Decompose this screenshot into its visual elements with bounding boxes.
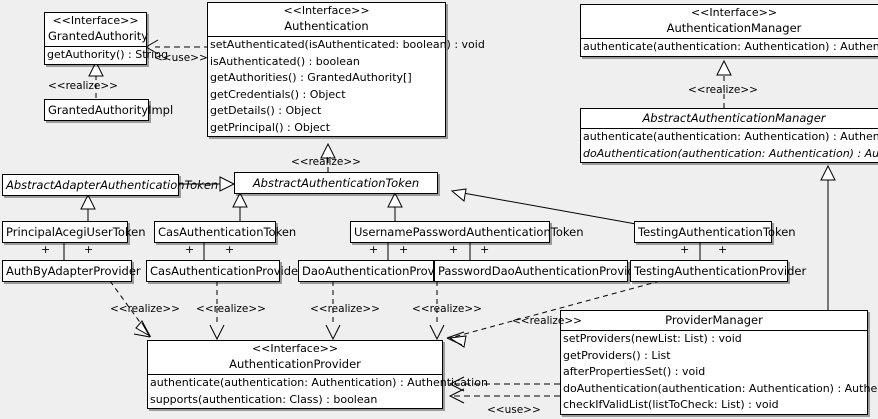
class-box-abstract-adapter-authentication-token[interactable]: AbstractAdapterAuthenticationToken (2, 174, 219, 196)
class-header-authentication-provider: <<Interface>> AuthenticationProvider (148, 341, 442, 374)
member-get-authority: getAuthority() : String (47, 48, 169, 61)
class-name-label: AuthByAdapterProvider (6, 264, 141, 278)
assoc-plus-marker: + (185, 243, 195, 256)
member-set-providers: setProviders(newList: List) : void (563, 332, 742, 345)
class-name-label: PrincipalAcegiUserToken (6, 225, 146, 239)
stereotype-label: <<Interface>> (251, 342, 339, 355)
member-do-authentication: doAuthentication(authentication: Authent… (563, 381, 878, 395)
assoc-plus-marker: + (41, 243, 51, 256)
member-supports: supports(authentication: Class) : boolea… (150, 392, 378, 406)
edge-generalize-principal-acegi-user-token (80, 193, 96, 221)
class-box-abstract-authentication-token[interactable]: AbstractAuthenticationToken (234, 172, 438, 194)
member-get-principal: getPrincipal() : Object (210, 120, 331, 134)
class-header-granted-authority: <<Interface>> GrantedAuthority (45, 13, 149, 46)
edge-label-realize-grantedauthorityimpl: <<realize>> (48, 80, 118, 92)
member-do-authentication: doAuthentication(authentication: Authent… (583, 146, 878, 160)
class-name-label: GrantedAuthority (48, 29, 149, 43)
class-box-cas-authentication-token[interactable]: CasAuthenticationToken (154, 221, 297, 243)
assoc-plus-marker: + (680, 243, 690, 256)
class-name-label: Authentication (284, 19, 369, 33)
assoc-plus-marker: + (449, 243, 459, 256)
stereotype-label: <<Interface>> (690, 6, 778, 19)
members-compartment: getAuthority() : String (45, 46, 169, 64)
class-name-label: UsernamePasswordAuthenticationToken (354, 225, 584, 239)
class-name-label: AuthenticationManager (666, 21, 802, 35)
edge-use-provider-manager-lower (448, 388, 560, 404)
class-name-label: TestingAuthenticationProvider (634, 264, 807, 278)
class-name-label: AuthenticationProvider (229, 357, 361, 371)
edge-label-realize-abstract-authentication-manager: <<realize>> (688, 84, 758, 96)
members-compartment: authenticate(authentication: Authenticat… (581, 128, 878, 162)
class-name-label: CasAuthenticationProvider (150, 264, 303, 278)
class-box-testing-authentication-provider[interactable]: TestingAuthenticationProvider (630, 260, 807, 282)
assoc-plus-marker: + (718, 243, 728, 256)
edge-label-use-provider-manager: <<use>> (487, 404, 541, 416)
class-box-auth-by-adapter-provider[interactable]: AuthByAdapterProvider (2, 260, 141, 282)
class-box-granted-authority-impl[interactable]: GrantedAuthorityImpl (44, 99, 174, 121)
edge-generalize-username-password-token (387, 191, 403, 221)
member-get-details: getDetails() : Object (210, 104, 322, 117)
edge-label-realize-auth-by-adapter: <<realize>> (110, 303, 180, 315)
class-box-authentication-manager[interactable]: <<Interface>> AuthenticationManager auth… (580, 4, 878, 57)
edge-generalize-testing-authentication-token (450, 188, 637, 225)
class-name-label: ProviderManager (665, 313, 763, 327)
class-box-testing-authentication-token[interactable]: TestingAuthenticationToken (634, 221, 796, 243)
class-name-label: PasswordDaoAuthenticationProvider (438, 264, 647, 278)
class-header-abstract-authentication-manager: AbstractAuthenticationManager (581, 109, 878, 128)
edge-label-realize-testing-provider: <<realize>> (512, 315, 582, 327)
assoc-plus-marker: + (399, 243, 409, 256)
member-is-authenticated: isAuthenticated() : boolean (210, 54, 360, 68)
class-box-principal-acegi-user-token[interactable]: PrincipalAcegiUserToken (2, 221, 146, 243)
class-box-granted-authority[interactable]: <<Interface>> GrantedAuthority getAuthor… (44, 12, 169, 65)
class-box-authentication[interactable]: <<Interface>> Authentication setAuthenti… (207, 2, 485, 137)
edge-label-use-authentication-grantedauthority: <<use>> (154, 52, 208, 64)
member-after-properties-set: afterPropertiesSet() : void (563, 365, 706, 378)
stereotype-label: <<Interface>> (52, 14, 139, 27)
member-authenticate: authenticate(authentication: Authenticat… (583, 130, 878, 143)
class-box-abstract-authentication-manager[interactable]: AbstractAuthenticationManager authentica… (580, 108, 878, 163)
member-get-providers: getProviders() : List (563, 348, 671, 362)
edge-generalize-cas-authentication-token (232, 191, 248, 221)
member-authenticate: authenticate(authentication: Authenticat… (583, 40, 878, 53)
class-name-label: AbstractAuthenticationToken (252, 176, 420, 190)
assoc-plus-marker: + (225, 243, 235, 256)
member-get-authorities: getAuthorities() : GrantedAuthority[] (210, 71, 412, 84)
members-compartment: setProviders(newList: List) : void getPr… (561, 330, 878, 414)
class-name-label: AbstractAdapterAuthenticationToken (6, 178, 219, 192)
class-name-label: CasAuthenticationToken (158, 225, 297, 239)
class-name-label: AbstractAuthenticationManager (642, 111, 826, 125)
class-box-username-password-authentication-token[interactable]: UsernamePasswordAuthenticationToken (350, 221, 584, 243)
edge-label-realize-dao-provider: <<realize>> (310, 303, 380, 315)
assoc-plus-marker: + (480, 243, 490, 256)
assoc-plus-marker: + (84, 243, 94, 256)
edge-generalize-provider-manager (820, 164, 836, 310)
class-header-provider-manager: ProviderManager (561, 311, 867, 330)
member-check-if-valid-list: checkIfValidList(listToCheck: List) : vo… (563, 398, 779, 411)
member-set-authenticated: setAuthenticated(isAuthenticated: boolea… (210, 38, 485, 51)
members-compartment: authenticate(authentication: Authenticat… (581, 38, 878, 56)
members-compartment: authenticate(authentication: Authenticat… (148, 374, 488, 408)
class-box-authentication-provider[interactable]: <<Interface>> AuthenticationProvider aut… (147, 340, 488, 409)
edge-label-realize-password-dao-provider: <<realize>> (412, 303, 482, 315)
class-header-authentication: <<Interface>> Authentication (208, 3, 445, 36)
member-authenticate: authenticate(authentication: Authenticat… (150, 376, 488, 389)
class-box-cas-authentication-provider[interactable]: CasAuthenticationProvider (146, 260, 303, 282)
class-name-label: DaoAuthenticationProvider (302, 264, 457, 278)
edge-label-realize-abstract-authentication-token: <<realize>> (291, 156, 361, 168)
class-header-authentication-manager: <<Interface>> AuthenticationManager (581, 5, 878, 38)
member-get-credentials: getCredentials() : Object (210, 87, 346, 101)
assoc-plus-marker: + (369, 243, 379, 256)
class-box-dao-authentication-provider[interactable]: DaoAuthenticationProvider (298, 260, 457, 282)
class-name-label: TestingAuthenticationToken (638, 225, 796, 239)
members-compartment: setAuthenticated(isAuthenticated: boolea… (208, 36, 485, 136)
class-name-label: GrantedAuthorityImpl (48, 103, 174, 117)
stereotype-label: <<Interface>> (283, 4, 370, 17)
class-box-provider-manager[interactable]: ProviderManager setProviders(newList: Li… (560, 310, 878, 415)
class-box-password-dao-authentication-provider[interactable]: PasswordDaoAuthenticationProvider (434, 260, 647, 282)
edge-label-realize-cas-provider: <<realize>> (196, 303, 266, 315)
